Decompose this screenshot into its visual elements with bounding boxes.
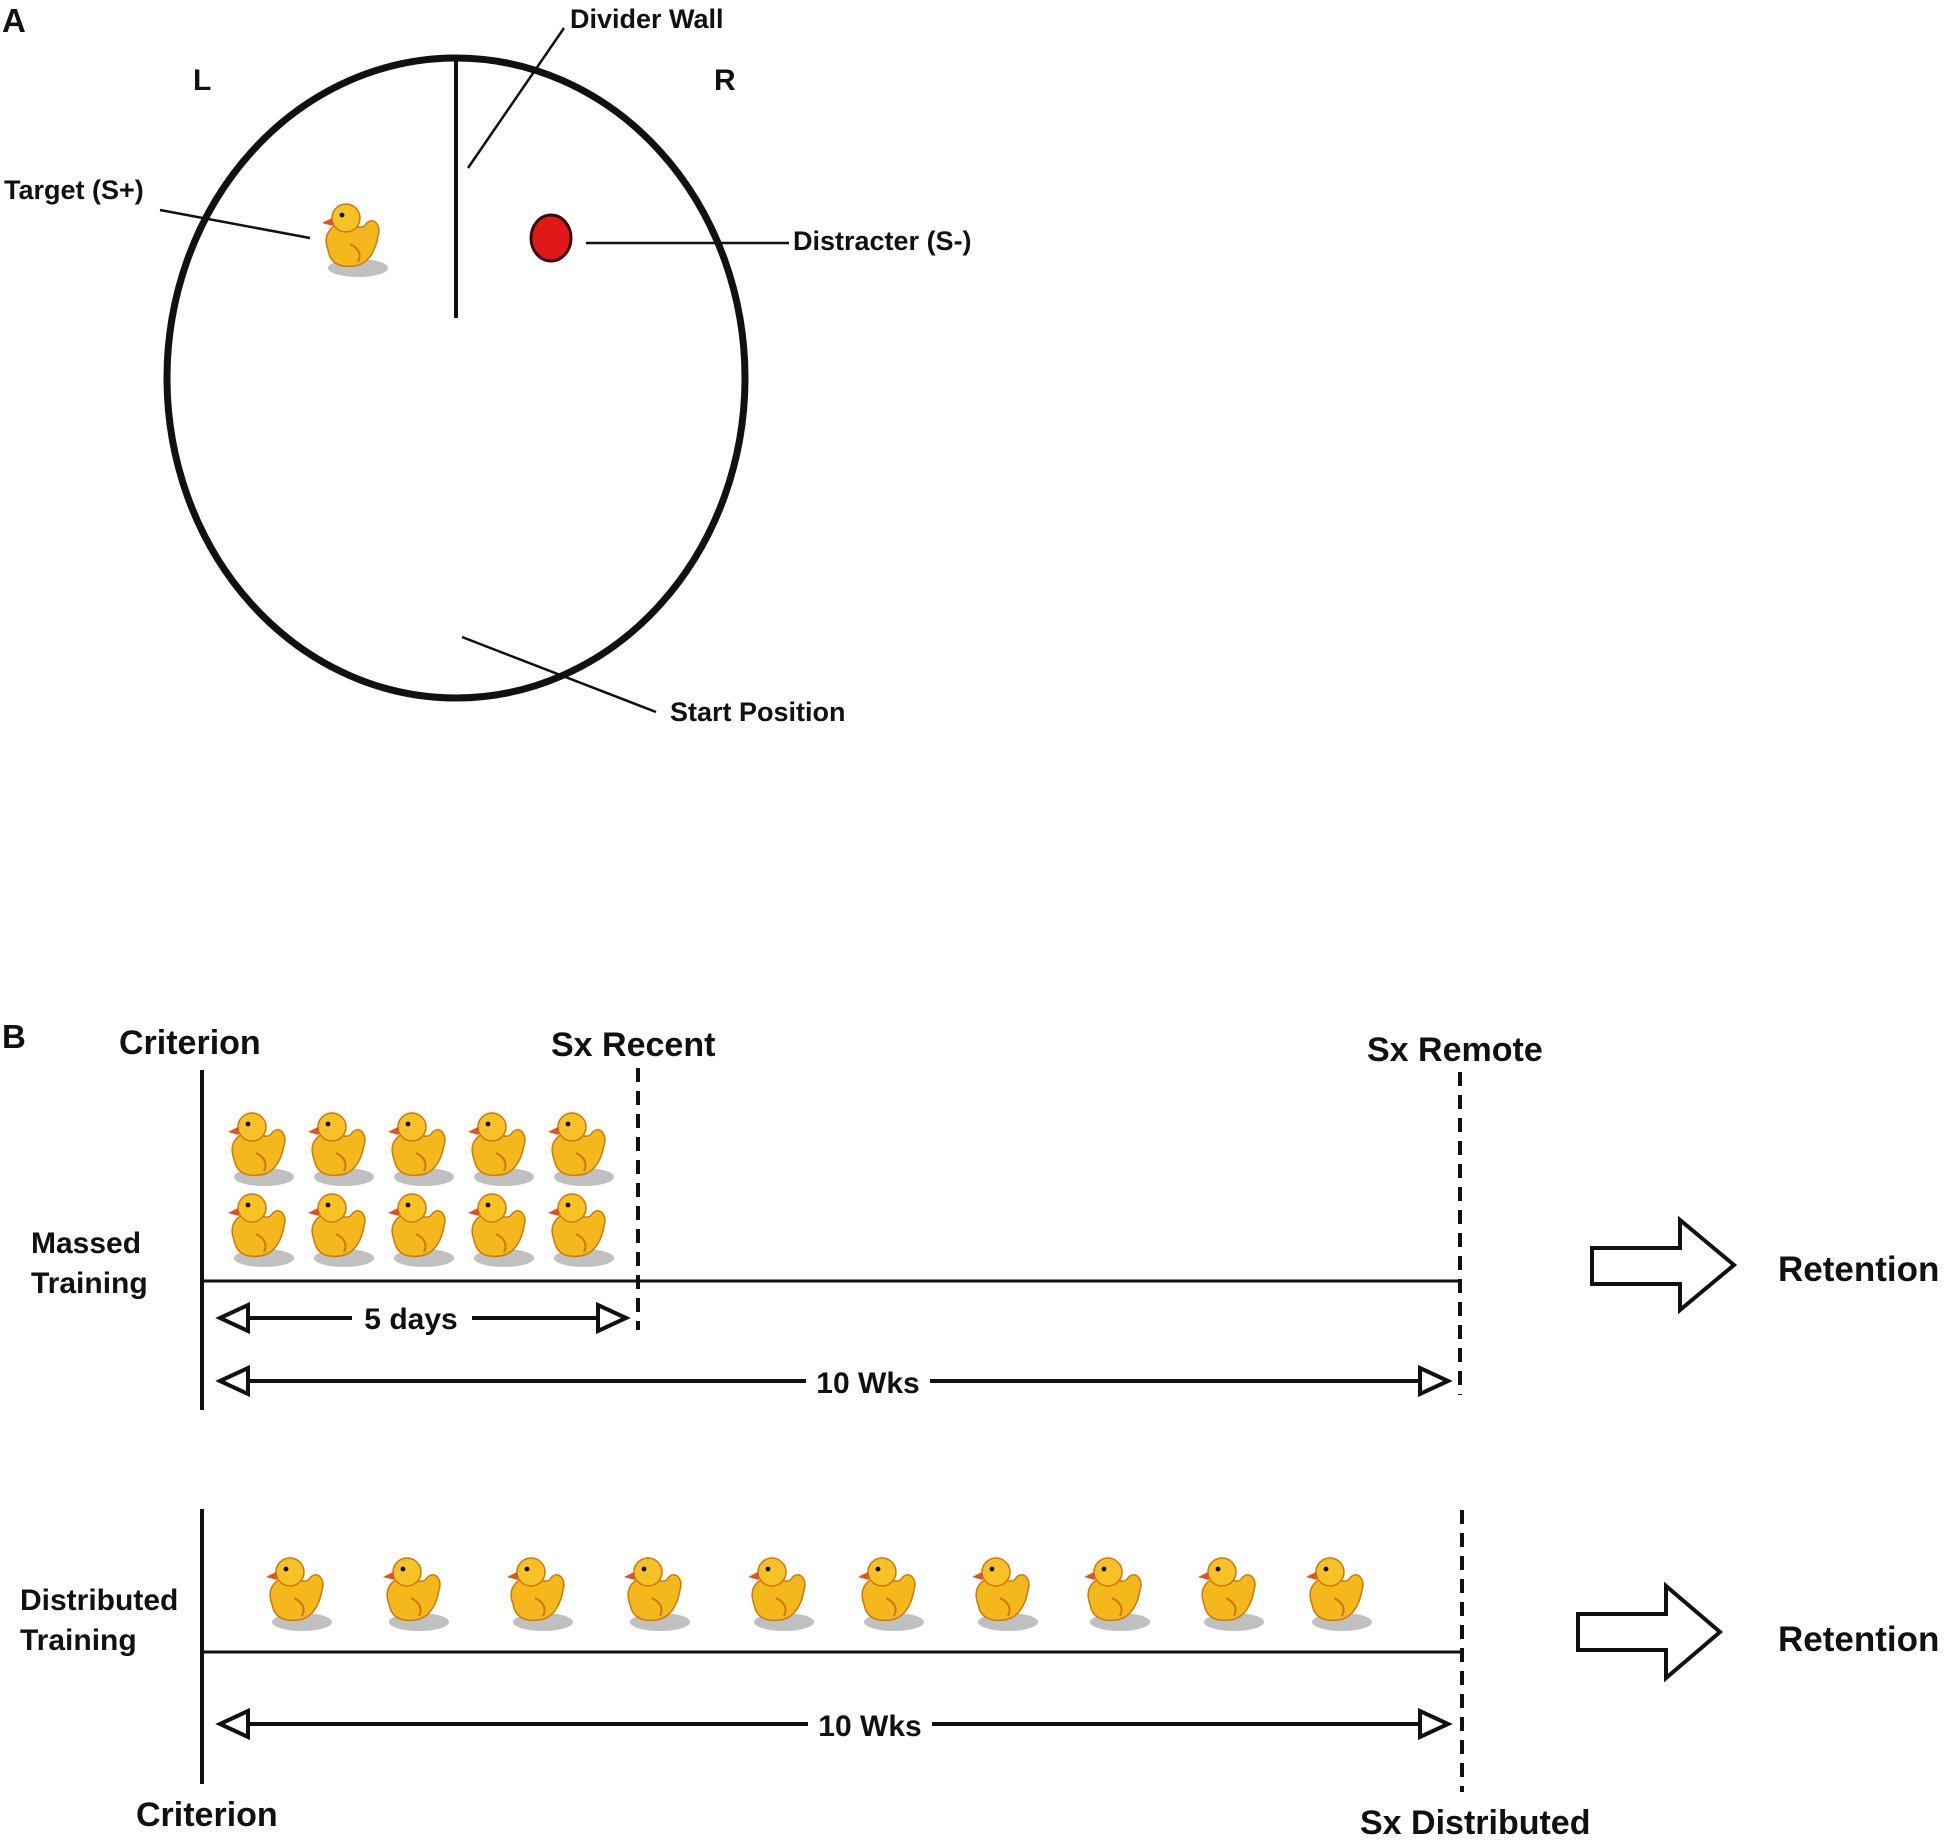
distributed-retention-label: Retention xyxy=(1778,1620,1939,1659)
massed-retention-arrow-icon xyxy=(1590,1215,1738,1315)
sx-remote-label: Sx Remote xyxy=(1367,1031,1543,1069)
session-duck-icon xyxy=(307,1112,375,1187)
distributed-training-timeline: Distributed Training 10 Wks Criterion Sx xyxy=(20,1509,1939,1842)
session-duck-icon xyxy=(547,1193,615,1268)
five-days-arrow: 5 days xyxy=(215,1301,631,1336)
five-days-label: 5 days xyxy=(364,1303,457,1336)
session-duck-icon xyxy=(1305,1557,1373,1632)
session-duck-icon xyxy=(382,1557,450,1632)
session-duck-icon xyxy=(971,1557,1039,1632)
distracter-red-disc-icon xyxy=(529,213,573,263)
session-duck-icon xyxy=(857,1557,925,1632)
massed-ten-weeks-arrow: 10 Wks xyxy=(215,1364,1453,1400)
session-duck-icon xyxy=(265,1557,333,1632)
distributed-ten-weeks-label: 10 Wks xyxy=(818,1710,921,1743)
right-side-label: R xyxy=(714,64,736,97)
distributed-criterion-label: Criterion xyxy=(136,1796,278,1834)
session-duck-icon xyxy=(227,1193,295,1268)
divider-leader-line xyxy=(466,27,566,169)
start-leader-line xyxy=(461,635,657,714)
distracter-label: Distracter (S-) xyxy=(793,226,972,256)
session-duck-icon xyxy=(747,1557,815,1632)
sx-recent-label: Sx Recent xyxy=(551,1026,715,1064)
target-duck-icon xyxy=(321,203,389,278)
sx-distributed-label: Sx Distributed xyxy=(1360,1804,1590,1842)
session-duck-icon xyxy=(623,1557,691,1632)
session-duck-icon xyxy=(387,1112,455,1187)
session-duck-icon xyxy=(467,1112,535,1187)
distributed-sessions xyxy=(265,1557,1373,1632)
session-duck-icon xyxy=(547,1112,615,1187)
session-duck-icon xyxy=(387,1193,455,1268)
distributed-retention-arrow-icon xyxy=(1576,1581,1724,1683)
divider-label: Divider Wall xyxy=(570,4,724,34)
session-duck-icon xyxy=(227,1112,295,1187)
panel-a-label: A xyxy=(2,2,26,39)
massed-ten-weeks-label: 10 Wks xyxy=(816,1367,919,1400)
arena-circle xyxy=(163,54,749,702)
massed-criterion-label: Criterion xyxy=(119,1024,261,1062)
session-duck-icon xyxy=(1083,1557,1151,1632)
distributed-label-line1: Distributed xyxy=(20,1584,178,1617)
massed-training-timeline: Criterion Sx Recent Sx Remote Massed Tra… xyxy=(31,1024,1939,1410)
session-duck-icon xyxy=(467,1193,535,1268)
target-label: Target (S+) xyxy=(4,175,144,205)
left-side-label: L xyxy=(193,64,211,97)
distributed-label-line2: Training xyxy=(20,1624,137,1657)
massed-label-line2: Training xyxy=(31,1267,148,1300)
panel-b-label: B xyxy=(2,1018,26,1055)
session-duck-icon xyxy=(307,1193,375,1268)
massed-retention-label: Retention xyxy=(1778,1250,1939,1289)
session-duck-icon xyxy=(506,1557,574,1632)
massed-label-line1: Massed xyxy=(31,1227,141,1260)
massed-sessions xyxy=(227,1112,615,1268)
distributed-ten-weeks-arrow: 10 Wks xyxy=(215,1707,1453,1743)
start-position-label: Start Position xyxy=(670,697,846,727)
target-leader-line xyxy=(159,208,311,240)
session-duck-icon xyxy=(1197,1557,1265,1632)
